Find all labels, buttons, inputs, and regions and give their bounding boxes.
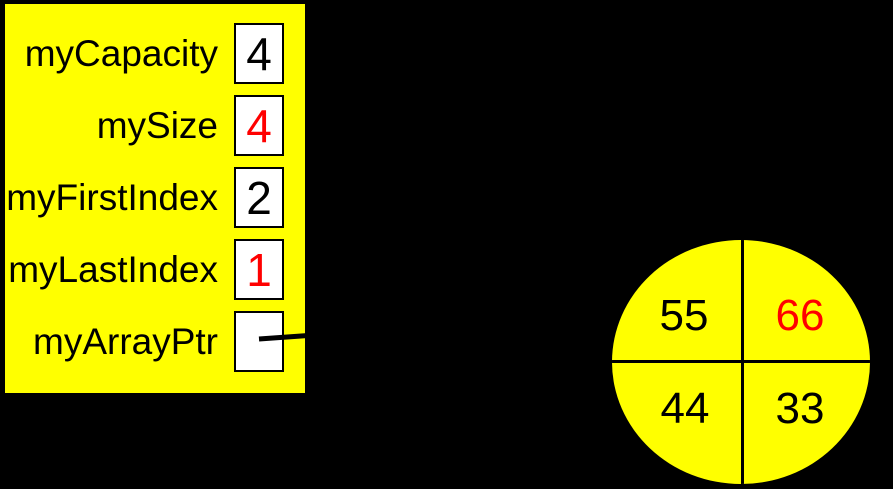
array-cell-top-left: 55 bbox=[659, 291, 709, 340]
field-row-myarrayptr: myArrayPtr bbox=[5, 311, 305, 372]
field-label: myLastIndex bbox=[8, 249, 218, 290]
field-value: 4 bbox=[246, 99, 272, 152]
field-label: myArrayPtr bbox=[33, 321, 218, 362]
field-label: myCapacity bbox=[24, 33, 218, 74]
circle-horizontal-divider bbox=[612, 360, 870, 363]
field-value-box: 1 bbox=[234, 239, 284, 300]
field-value: 1 bbox=[246, 243, 272, 296]
field-row-mylastindex: myLastIndex 1 bbox=[5, 239, 305, 300]
deque-fields-panel: myCapacity 4 mySize 4 myFirstIndex 2 myL… bbox=[5, 4, 305, 393]
field-row-mysize: mySize 4 bbox=[5, 95, 305, 156]
field-label: myFirstIndex bbox=[6, 177, 218, 218]
field-value-box: 4 bbox=[234, 23, 284, 84]
array-cell-top-right: 66 bbox=[775, 291, 825, 340]
field-value-box: 2 bbox=[234, 167, 284, 228]
array-cell-bottom-right: 33 bbox=[775, 384, 825, 433]
array-cell-bottom-left: 44 bbox=[660, 384, 710, 433]
field-row-mycapacity: myCapacity 4 bbox=[5, 23, 305, 84]
circular-array: 55 66 44 33 bbox=[612, 240, 870, 484]
field-value: 4 bbox=[246, 27, 272, 80]
field-row-myfirstindex: myFirstIndex 2 bbox=[5, 167, 305, 228]
pointer-cell-box bbox=[234, 311, 284, 372]
field-value: 2 bbox=[246, 171, 272, 224]
field-label: mySize bbox=[96, 105, 218, 146]
field-value-box: 4 bbox=[234, 95, 284, 156]
